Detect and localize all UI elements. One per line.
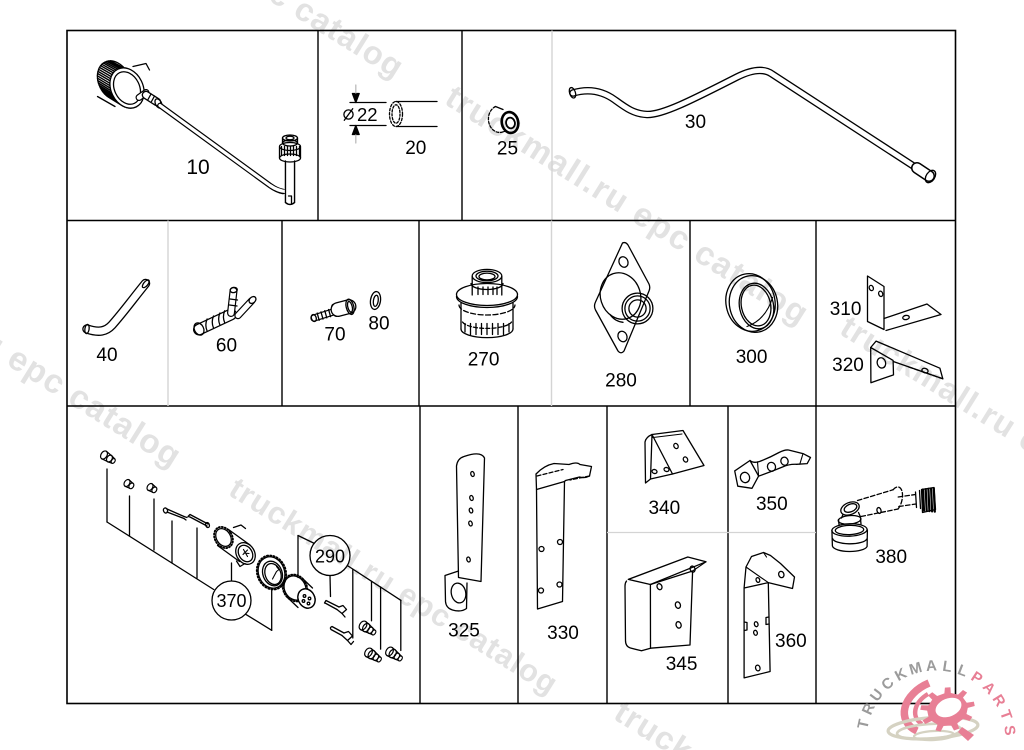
svg-text:330: 330	[547, 623, 579, 644]
svg-text:290: 290	[315, 547, 345, 567]
svg-text:A: A	[925, 657, 937, 675]
svg-text:10: 10	[186, 156, 209, 179]
svg-text:20: 20	[405, 138, 426, 159]
svg-text:345: 345	[666, 654, 698, 675]
svg-text:30: 30	[685, 112, 706, 133]
svg-text:S: S	[1000, 724, 1018, 736]
svg-text:325: 325	[448, 621, 480, 642]
svg-text:380: 380	[875, 547, 907, 568]
svg-text:300: 300	[736, 347, 768, 368]
svg-text:80: 80	[368, 314, 389, 335]
svg-text:340: 340	[648, 498, 680, 519]
svg-text:25: 25	[497, 139, 518, 160]
svg-text:70: 70	[324, 325, 345, 346]
svg-text:280: 280	[605, 371, 637, 392]
svg-text:40: 40	[96, 345, 117, 366]
svg-text:270: 270	[468, 350, 500, 371]
svg-text:310: 310	[830, 299, 862, 320]
svg-text:360: 360	[775, 631, 807, 652]
svg-text:370: 370	[216, 591, 246, 611]
svg-text:350: 350	[756, 494, 788, 515]
svg-text:60: 60	[216, 336, 237, 357]
svg-text:320: 320	[832, 355, 864, 376]
svg-text:L: L	[941, 658, 953, 676]
svg-text:T: T	[854, 718, 873, 731]
svg-text:22: 22	[357, 104, 378, 125]
svg-text:M: M	[907, 659, 924, 679]
